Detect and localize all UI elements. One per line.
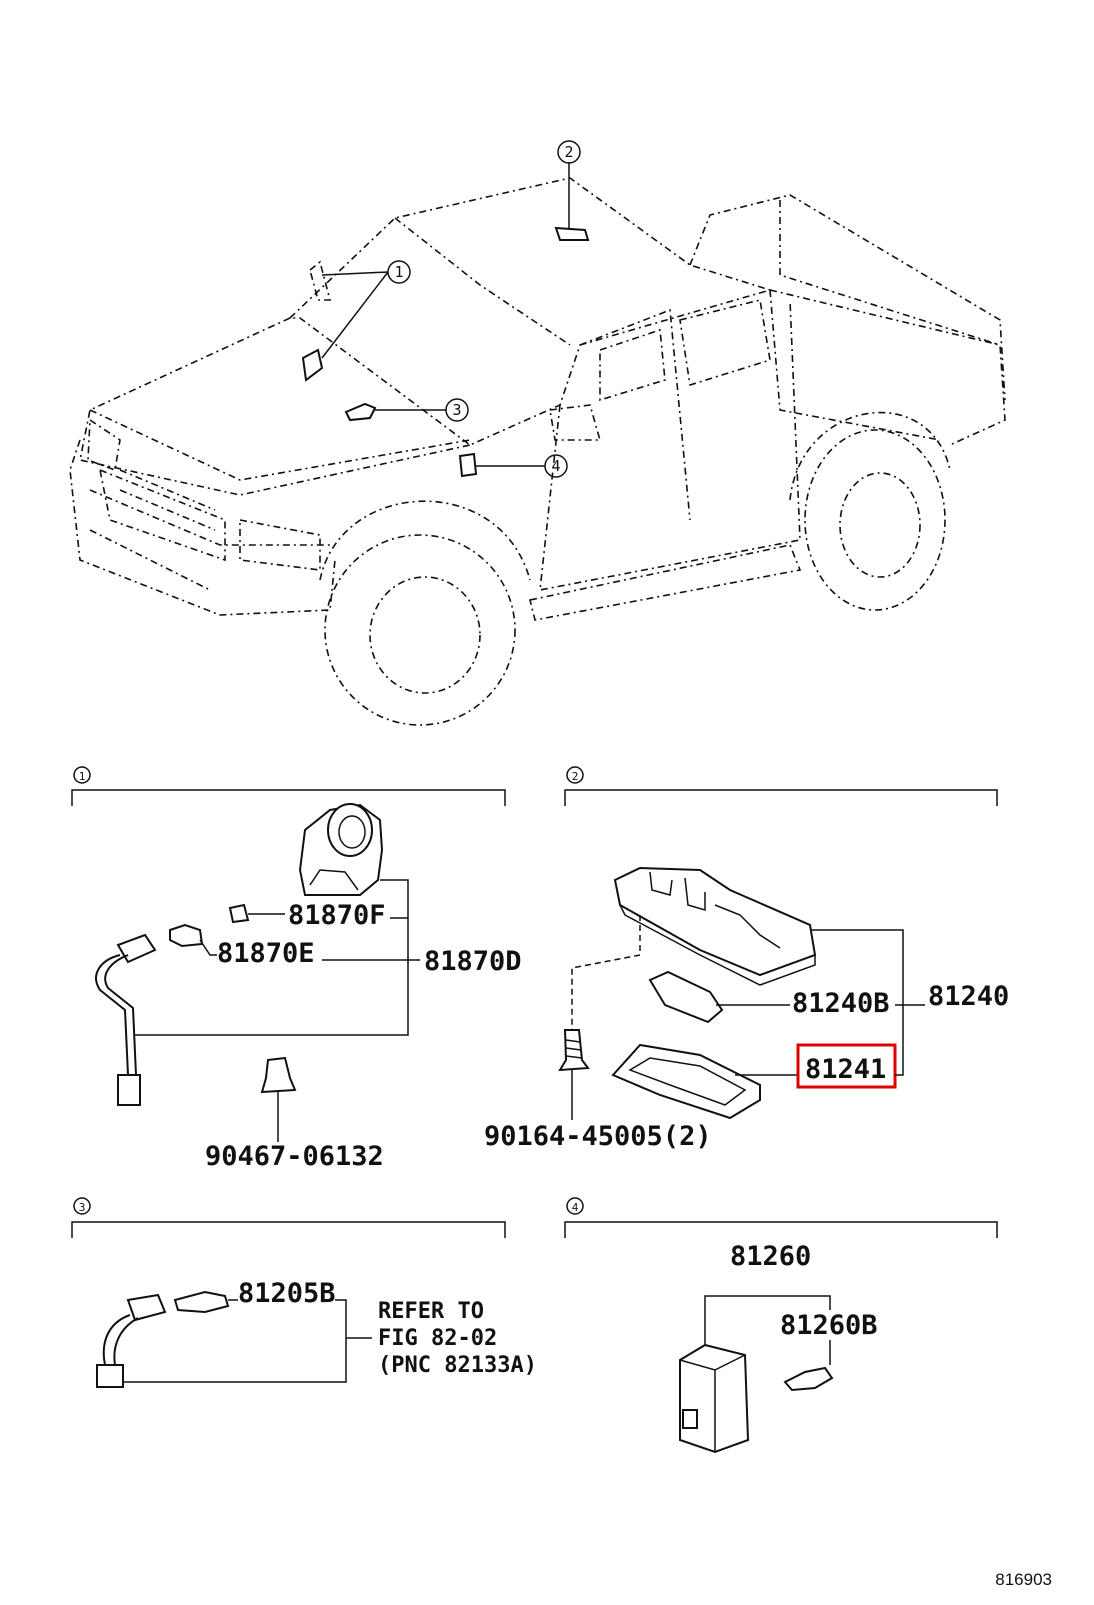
- label-81870e: 81870E: [217, 938, 315, 969]
- callout-2-marker: [557, 140, 581, 164]
- bulb-81260b-part: [783, 1366, 834, 1392]
- module-81260-part: [679, 1343, 750, 1454]
- label-81240b: 81240B: [792, 988, 890, 1019]
- section-3-marker-text: 3: [79, 1201, 86, 1214]
- connector-81205-part: [96, 1364, 124, 1388]
- label-90164: 90164-45005(2): [484, 1121, 712, 1152]
- callout-3-marker: [445, 398, 469, 422]
- label-90467: 90467-06132: [205, 1141, 384, 1172]
- note-line-2: FIG 82-02: [378, 1326, 497, 1351]
- callout-4-marker: [544, 454, 568, 478]
- label-81241: 81241: [805, 1054, 886, 1085]
- label-81240: 81240: [928, 981, 1009, 1012]
- truck-illustration: [69, 177, 1006, 726]
- label-81260: 81260: [730, 1241, 811, 1272]
- bulb-81240b-part: [648, 970, 724, 1024]
- lamp-housing-part: [613, 866, 817, 977]
- callout-1-marker: [387, 260, 411, 284]
- clip-90467-part: [260, 1056, 297, 1094]
- callout-2-text: 2: [564, 143, 573, 161]
- section-2-marker-text: 2: [572, 770, 579, 783]
- note-line-3: (PNC 82133A): [378, 1353, 537, 1378]
- section-4: 4 81260 81260B: [564, 1197, 998, 1454]
- label-81870d: 81870D: [424, 946, 522, 977]
- section-1: 1 81870F 81870E 81870D 90467-06132: [71, 766, 522, 1172]
- bulb-81205b-part: [173, 1290, 230, 1314]
- module-tab-part: [682, 1409, 698, 1429]
- figure-number: 816903: [995, 1570, 1052, 1589]
- section-4-marker-text: 4: [572, 1201, 579, 1214]
- truck-callouts: 2 1 3 4: [301, 140, 590, 478]
- bulb-81870f-part: [228, 903, 250, 924]
- section-4-marker: [566, 1197, 584, 1215]
- bulb-81870e-part: [169, 923, 204, 948]
- note-line-1: REFER TO: [378, 1299, 484, 1324]
- section-2: 2 81240B 81241 81240 90164-45005(2): [484, 766, 1009, 1152]
- harness-connector-part: [117, 1074, 141, 1106]
- label-81260b: 81260B: [780, 1310, 878, 1341]
- highlight-box-81241: [796, 1043, 897, 1089]
- lens-81241-part: [611, 1043, 761, 1120]
- section-1-marker: [73, 766, 91, 784]
- label-81870f: 81870F: [288, 900, 386, 931]
- callout-1-text: 1: [394, 263, 403, 281]
- section-3-marker: [73, 1197, 91, 1215]
- socket-81205-part: [126, 1293, 167, 1322]
- screw-90164-part: [558, 1029, 590, 1072]
- section-3: 3 81205B REFER TO FIG 82-02 (PNC 82133A): [71, 1197, 537, 1388]
- callout-4-text: 4: [551, 457, 560, 475]
- label-81205b: 81205B: [238, 1278, 336, 1309]
- section-1-marker-text: 1: [79, 770, 86, 783]
- callout-3-text: 3: [452, 401, 461, 419]
- section-2-marker: [566, 766, 584, 784]
